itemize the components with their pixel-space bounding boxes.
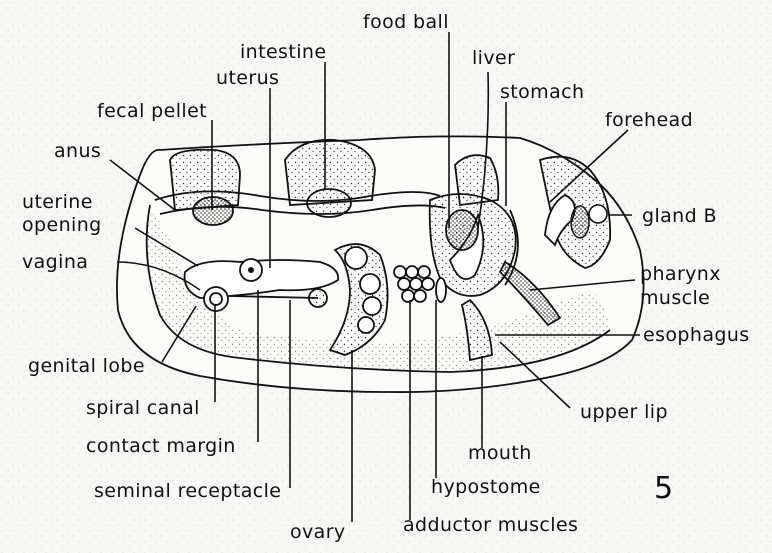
fecal-pellet-mass (193, 197, 233, 225)
label-food-ball: food ball (363, 11, 449, 33)
label-upper-lip: upper lip (580, 401, 668, 423)
label-seminal-receptacle: seminal receptacle (94, 480, 281, 502)
label-adductor-muscles: adductor muscles (403, 514, 578, 536)
figure-number: 5 (654, 471, 673, 506)
intestine-ball (307, 189, 351, 217)
label-vagina: vagina (22, 251, 88, 273)
label-intestine: intestine (240, 41, 326, 63)
label-stomach: stomach (500, 81, 584, 103)
label-muscle: muscle (640, 287, 710, 309)
label-anus: anus (54, 140, 101, 162)
label-liver: liver (472, 47, 515, 69)
label-hypostome: hypostome (431, 476, 541, 498)
gland-b-body (589, 205, 607, 223)
label-opening: opening (22, 214, 102, 236)
label-spiral-canal: spiral canal (86, 397, 200, 419)
label-esophagus: esophagus (643, 324, 750, 346)
label-gland-b: gland B (642, 205, 717, 227)
label-pharynx: pharynx (640, 263, 721, 285)
label-ovary: ovary (290, 521, 346, 543)
label-contact-margin: contact margin (86, 435, 236, 457)
label-forehead: forehead (605, 109, 693, 131)
label-uterine: uterine (22, 191, 93, 213)
label-genital-lobe: genital lobe (28, 355, 145, 377)
label-uterus: uterus (216, 67, 279, 89)
label-mouth: mouth (468, 442, 532, 464)
food-ball-mass (446, 210, 478, 250)
label-fecal-pellet: fecal pellet (97, 100, 207, 122)
